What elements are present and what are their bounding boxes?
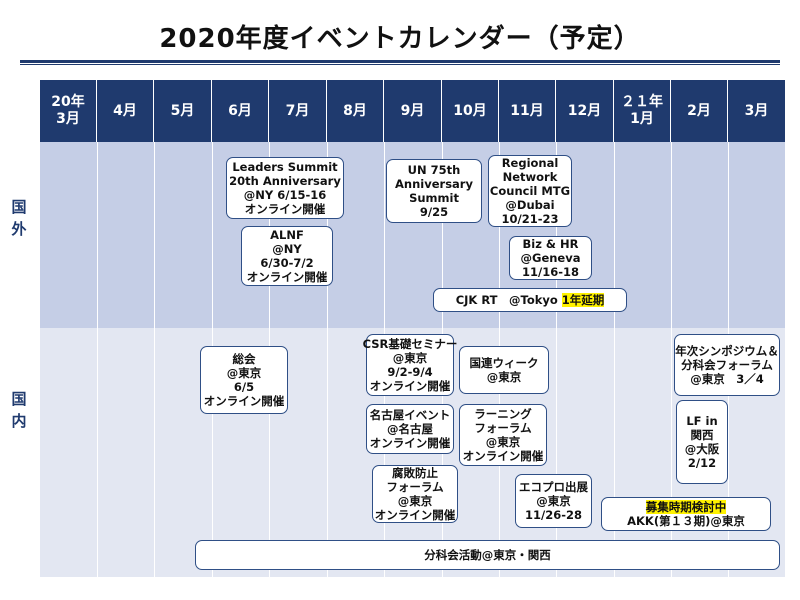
month-header-2020-03: 20年 3月 <box>40 80 97 142</box>
event-bunkakai-activities[interactable]: 分科会活動@東京・関西 <box>195 540 780 570</box>
event-soukai[interactable]: 総会 @東京 6/5 オンライン開催 <box>200 346 288 414</box>
column-divider <box>154 142 155 577</box>
column-divider <box>614 142 615 577</box>
column-divider <box>556 142 557 577</box>
event-alnf[interactable]: ALNF @NY 6/30-7/2 オンライン開催 <box>241 226 333 286</box>
column-divider <box>327 142 328 577</box>
month-header-sep: 9月 <box>384 80 442 142</box>
event-anticorruption-forum[interactable]: 腐敗防止 フォーラム @東京 オンライン開催 <box>372 465 458 523</box>
month-header-aug: 8月 <box>327 80 384 142</box>
column-divider <box>671 142 672 577</box>
event-nagoya[interactable]: 名古屋イベント @名古屋 オンライン開催 <box>366 404 454 454</box>
month-header-jul: 7月 <box>269 80 327 142</box>
event-learning-forum[interactable]: ラーニング フォーラム @東京 オンライン開催 <box>459 404 547 466</box>
month-header-oct: 10月 <box>442 80 499 142</box>
month-header-mar: 3月 <box>744 102 769 119</box>
postponed-badge: 1年延期 <box>561 293 605 307</box>
event-un75-summit[interactable]: UN 75th Anniversary Summit 9/25 <box>386 159 482 223</box>
page-title: 2020年度イベントカレンダー（予定） <box>159 24 641 54</box>
month-header-nov: 11月 <box>499 80 556 142</box>
event-cjk-rt[interactable]: CJK RT @Tokyo 1年延期 <box>433 288 627 312</box>
title-divider-thin <box>20 64 780 65</box>
undecided-badge: 募集時期検討中 <box>645 500 727 514</box>
event-biz-hr[interactable]: Biz & HR @Geneva 11/16-18 <box>509 236 592 280</box>
event-csr-seminar[interactable]: CSR基礎セミナー @東京 9/2-9/4 オンライン開催 <box>363 334 457 396</box>
month-header-2021-01: ２１年 1月 <box>614 80 671 142</box>
month-header-apr: 4月 <box>97 80 154 142</box>
column-divider <box>97 142 98 577</box>
month-header-feb: 2月 <box>671 80 728 142</box>
month-header-dec: 12月 <box>556 80 614 142</box>
event-lf-kansai[interactable]: LF in 関西 @大阪 2/12 <box>676 400 728 484</box>
event-leaders-summit[interactable]: Leaders Summit 20th Anniversary @NY 6/15… <box>226 157 344 219</box>
month-header-jun: 6月 <box>212 80 269 142</box>
event-ecopro[interactable]: エコプロ出展 @東京 11/26-28 <box>515 474 592 528</box>
event-un-week[interactable]: 国連ウィーク @東京 <box>459 346 549 394</box>
month-header-row: 20年 3月 4月 5月 6月 7月 8月 9月 10月 11月 12月 ２１年… <box>40 80 785 142</box>
row-label-international: 国 外 <box>11 198 27 238</box>
row-label-domestic: 国 内 <box>11 390 27 430</box>
title-divider <box>20 60 780 63</box>
event-akk[interactable]: 募集時期検討中 AKK(第１３期)@東京 <box>601 497 771 531</box>
month-header-may: 5月 <box>154 80 212 142</box>
event-annual-symposium[interactable]: 年次シンポジウム＆ 分科会フォーラム @東京 3／4 <box>674 334 780 396</box>
event-regional-network-council[interactable]: Regional Network Council MTG @Dubai 10/2… <box>488 155 572 227</box>
